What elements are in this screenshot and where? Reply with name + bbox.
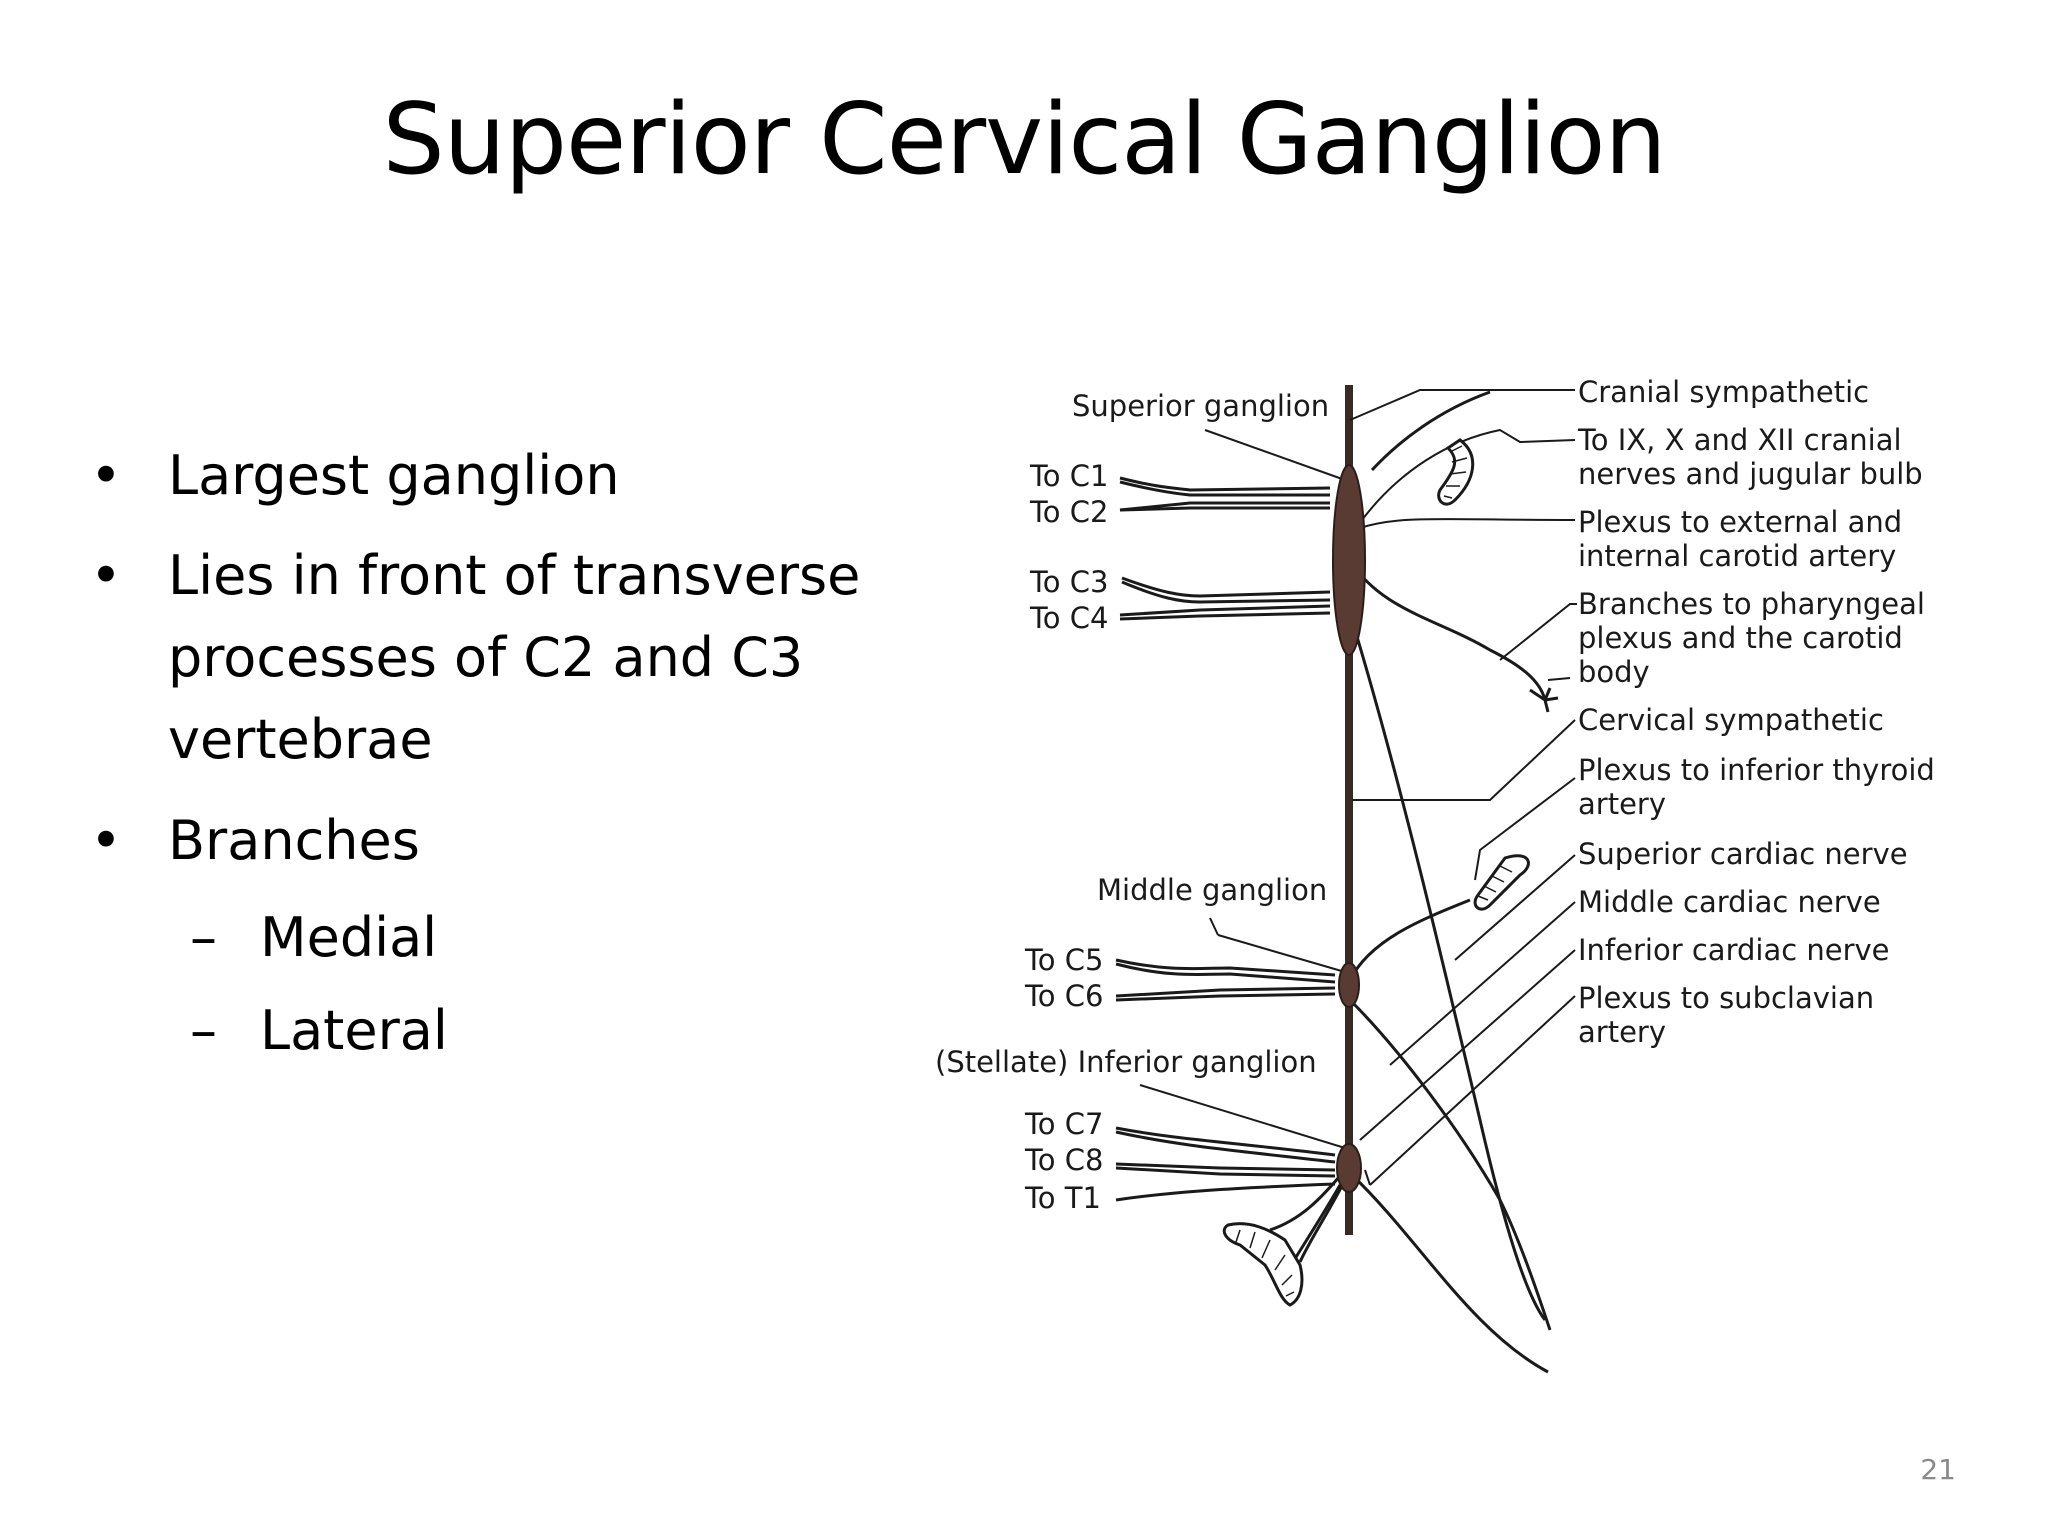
subclavian-hatch bbox=[1235, 1229, 1295, 1297]
ramus-c2 bbox=[1119, 501, 1330, 512]
ramus-c5-b bbox=[1115, 962, 1336, 984]
label-cranial-sympathetic: Cranial sympathetic bbox=[1578, 375, 1869, 409]
slide-title: Superior Cervical Ganglion bbox=[382, 83, 1666, 197]
leader-cranial-sympathetic bbox=[1349, 389, 1575, 421]
ramus-t1 bbox=[1115, 1182, 1336, 1202]
middle-ganglion-shape bbox=[1338, 962, 1360, 1008]
leader-inferior-thyroid bbox=[1474, 777, 1576, 881]
bullet-symbol: • bbox=[90, 809, 122, 872]
leader-pharyngeal bbox=[1499, 603, 1577, 661]
label-superior-cardiac: Superior cardiac nerve bbox=[1578, 837, 1908, 871]
inferior-ganglion-shape bbox=[1336, 1143, 1362, 1193]
branch-to-thyroid bbox=[1348, 898, 1471, 981]
label-cervical-sympathetic: Cervical sympathetic bbox=[1578, 703, 1884, 737]
ramus-c1 bbox=[1119, 476, 1331, 492]
subclavian-artery bbox=[1222, 1222, 1304, 1307]
thyroid-artery bbox=[1473, 854, 1530, 911]
page-number: 21 bbox=[1920, 1453, 1956, 1486]
ramus-c1-b bbox=[1119, 480, 1330, 497]
superior-ganglion-shape bbox=[1332, 464, 1366, 656]
label-to-c8: To C8 bbox=[1024, 1143, 1103, 1177]
leader-inferior-cardiac bbox=[1359, 949, 1576, 1141]
ramus-c7-b bbox=[1115, 1130, 1336, 1164]
ramus-c4-b bbox=[1119, 611, 1331, 621]
leader-superior-ganglion bbox=[1204, 429, 1346, 481]
ramus-c7 bbox=[1115, 1126, 1336, 1157]
label-inferior-thyroid-2: artery bbox=[1578, 787, 1666, 821]
label-to-c1: To C1 bbox=[1029, 459, 1108, 493]
bullet-symbol: • bbox=[90, 444, 122, 507]
ramus-c3 bbox=[1121, 576, 1331, 598]
ramus-c5 bbox=[1115, 958, 1336, 977]
middle-cardiac-nerve bbox=[1348, 998, 1552, 1331]
label-subclavian-2: artery bbox=[1578, 1015, 1666, 1049]
label-middle-ganglion: Middle ganglion bbox=[1097, 873, 1327, 907]
carotid-body-twig bbox=[1529, 687, 1559, 713]
left-labels: Superior ganglion To C1 To C2 To C3 To C… bbox=[935, 389, 1329, 1215]
ramus-c2-b bbox=[1119, 506, 1330, 512]
bullet-text: Largest ganglion bbox=[168, 444, 620, 507]
ansa-branch-2 bbox=[1298, 1179, 1347, 1263]
ramus-c8-b bbox=[1115, 1166, 1336, 1178]
sub-bullet-symbol: – bbox=[190, 999, 217, 1062]
sub-bullet-symbol: – bbox=[190, 906, 217, 969]
label-inferior-cardiac: Inferior cardiac nerve bbox=[1578, 933, 1890, 967]
label-to-c3: To C3 bbox=[1029, 565, 1108, 599]
jugular-hatch bbox=[1443, 445, 1468, 499]
label-middle-cardiac: Middle cardiac nerve bbox=[1578, 885, 1881, 919]
ramus-c8 bbox=[1115, 1162, 1336, 1172]
label-pharyngeal-2: plexus and the carotid bbox=[1578, 621, 1903, 655]
leader-carotid-body bbox=[1547, 677, 1571, 681]
leader-subclavian-tail bbox=[1364, 1169, 1371, 1186]
leader-cranial-nerves bbox=[1361, 428, 1576, 521]
leader-cervical-sympathetic bbox=[1352, 719, 1576, 801]
inferior-cardiac-nerve bbox=[1350, 1173, 1549, 1374]
artery-hatching bbox=[1235, 445, 1513, 1297]
superior-cardiac-nerve bbox=[1353, 629, 1547, 1321]
leader-middle-cardiac bbox=[1389, 901, 1576, 1066]
ramus-c6 bbox=[1115, 986, 1336, 998]
label-pharyngeal-3: body bbox=[1578, 655, 1650, 689]
leader-superior-cardiac bbox=[1454, 854, 1576, 961]
ramus-c3-b bbox=[1121, 580, 1331, 604]
label-pharyngeal-1: Branches to pharyngeal bbox=[1578, 587, 1925, 621]
label-to-c2: To C2 bbox=[1029, 495, 1108, 529]
label-inferior-thyroid-1: Plexus to inferior thyroid bbox=[1578, 753, 1935, 787]
label-to-t1: To T1 bbox=[1024, 1181, 1101, 1215]
label-subclavian-1: Plexus to subclavian bbox=[1578, 981, 1874, 1015]
leader-subclavian-plexus bbox=[1369, 995, 1576, 1186]
label-to-c6: To C6 bbox=[1024, 979, 1103, 1013]
leader-carotid-plexus bbox=[1359, 518, 1576, 529]
bullet-symbol: • bbox=[90, 544, 122, 607]
label-cranial-nerves-1: To IX, X and XII cranial bbox=[1577, 423, 1902, 457]
leader-inferior-ganglion bbox=[1139, 1084, 1346, 1149]
label-to-c4: To C4 bbox=[1029, 601, 1108, 635]
label-to-c7: To C7 bbox=[1024, 1107, 1103, 1141]
pharyngeal-branch bbox=[1348, 559, 1547, 701]
bullet-text: Branches bbox=[168, 809, 420, 872]
ramus-c6-b bbox=[1115, 992, 1336, 1002]
right-labels: Cranial sympathetic To IX, X and XII cra… bbox=[1577, 375, 1935, 1049]
sub-bullet-text: Lateral bbox=[260, 999, 448, 1062]
label-carotid-plexus-1: Plexus to external and bbox=[1578, 505, 1902, 539]
ganglia bbox=[1332, 464, 1366, 1193]
ramus-c4 bbox=[1119, 604, 1331, 617]
label-cranial-nerves-2: nerves and jugular bulb bbox=[1578, 457, 1923, 491]
sub-bullet-text: Medial bbox=[260, 906, 438, 969]
label-to-c5: To C5 bbox=[1024, 943, 1103, 977]
bullet-text: Lies in front of transverse processes of… bbox=[168, 544, 861, 771]
jugular-bulb-artery bbox=[1437, 438, 1475, 506]
leader-middle-ganglion-b bbox=[1217, 934, 1346, 973]
cranial-branch bbox=[1370, 390, 1491, 472]
label-carotid-plexus-2: internal carotid artery bbox=[1578, 539, 1896, 573]
label-inferior-ganglion: (Stellate) Inferior ganglion bbox=[935, 1045, 1317, 1079]
label-superior-ganglion: Superior ganglion bbox=[1072, 389, 1329, 423]
leader-middle-ganglion-a bbox=[1209, 917, 1219, 936]
thyroid-hatch bbox=[1477, 865, 1513, 901]
